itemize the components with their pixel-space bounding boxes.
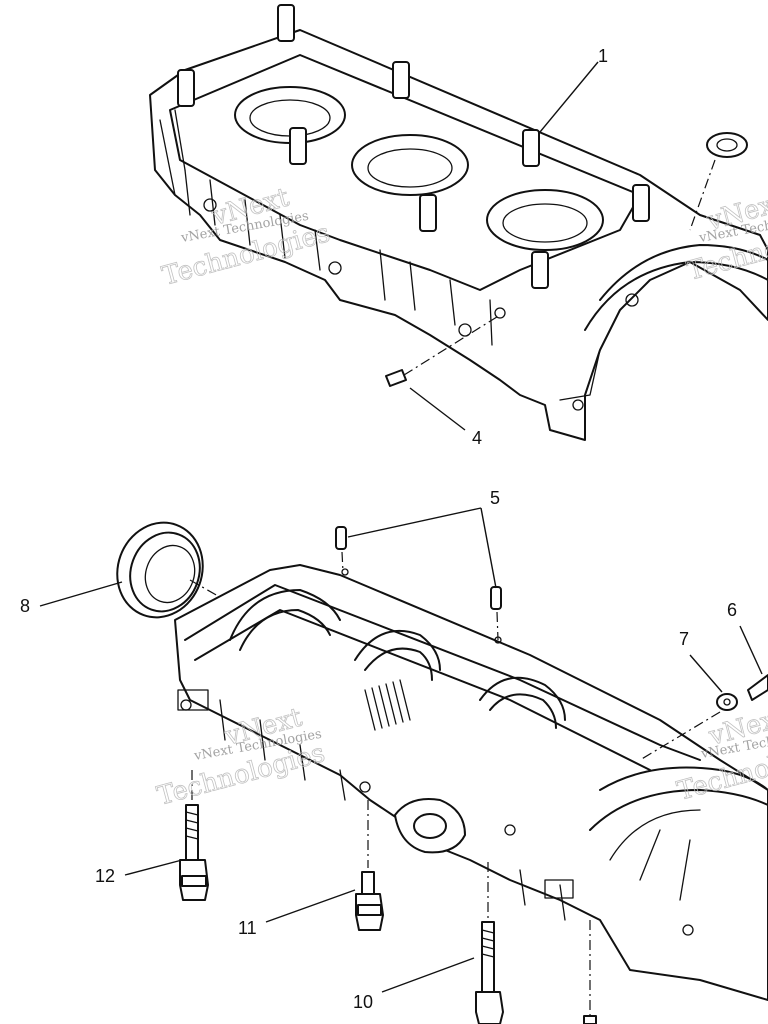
- bolt-part-6: [639, 674, 768, 761]
- dowel-pin-part-4: [385, 314, 501, 387]
- callout-8: 8: [20, 596, 30, 616]
- upper-crankcase: [149, 4, 768, 441]
- callout-10: 10: [353, 992, 373, 1012]
- washer-part-7: [716, 693, 738, 711]
- oil-seal-part-8: [116, 521, 226, 619]
- upper-seal-washer: [689, 132, 748, 231]
- callout-5: 5: [490, 488, 500, 508]
- bolt-lower-right: [583, 920, 597, 1024]
- bolt-part-10: [475, 862, 504, 1024]
- callout-leaders: [39, 61, 763, 993]
- dowel-pins-part-5: [335, 526, 502, 641]
- callout-6: 6: [727, 600, 737, 620]
- bolt-part-11: [355, 800, 384, 931]
- callout-1: 1: [598, 46, 608, 66]
- callout-4: 4: [472, 428, 482, 448]
- lower-crankcase: [174, 564, 768, 1001]
- cylinder-studs: [177, 4, 650, 289]
- callout-12: 12: [95, 866, 115, 886]
- callout-11: 11: [238, 918, 257, 938]
- bolt-part-12: [179, 770, 209, 901]
- callout-7: 7: [679, 629, 689, 649]
- callout-labels: 1 4 5 6 7 8 10 11 12: [20, 46, 737, 1012]
